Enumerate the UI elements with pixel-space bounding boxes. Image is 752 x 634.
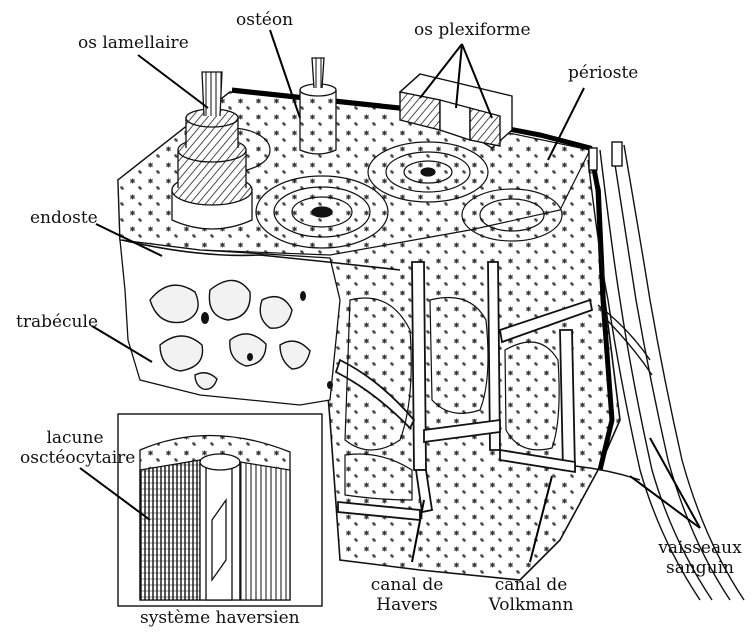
osteon-illustration	[300, 58, 336, 154]
label-trabecule: trabécule	[16, 312, 98, 332]
label-vaisseaux-sanguin: vaisseaux sanguin	[652, 538, 748, 578]
label-canal-volkmann-line1: canal de	[476, 575, 586, 595]
label-canal-volkmann-line2: Volkmann	[476, 595, 586, 615]
label-vaisseaux-line2: sanguin	[652, 558, 748, 578]
label-os-lamellaire: os lamellaire	[78, 33, 189, 53]
label-vaisseaux-line1: vaisseaux	[652, 538, 748, 558]
label-canal-havers-line2: Havers	[362, 595, 452, 615]
label-osteon: ostéon	[236, 10, 293, 30]
label-os-plexiforme: os plexiforme	[414, 20, 531, 40]
label-perioste: périoste	[568, 63, 638, 83]
inset-haversian-system	[140, 435, 290, 600]
label-lacune-osteocytaire: lacune osctéocytaire	[20, 428, 130, 468]
label-systeme-haversien: système haversien	[140, 608, 300, 628]
label-canal-havers-line1: canal de	[362, 575, 452, 595]
label-canal-havers: canal de Havers	[362, 575, 452, 615]
label-endoste: endoste	[30, 208, 98, 228]
spongy-bone	[120, 240, 340, 405]
vessel-stubs	[589, 142, 622, 170]
label-lacune-line1: lacune	[20, 428, 130, 448]
label-lacune-line2: osctéocytaire	[20, 448, 130, 468]
label-canal-volkmann: canal de Volkmann	[476, 575, 586, 615]
